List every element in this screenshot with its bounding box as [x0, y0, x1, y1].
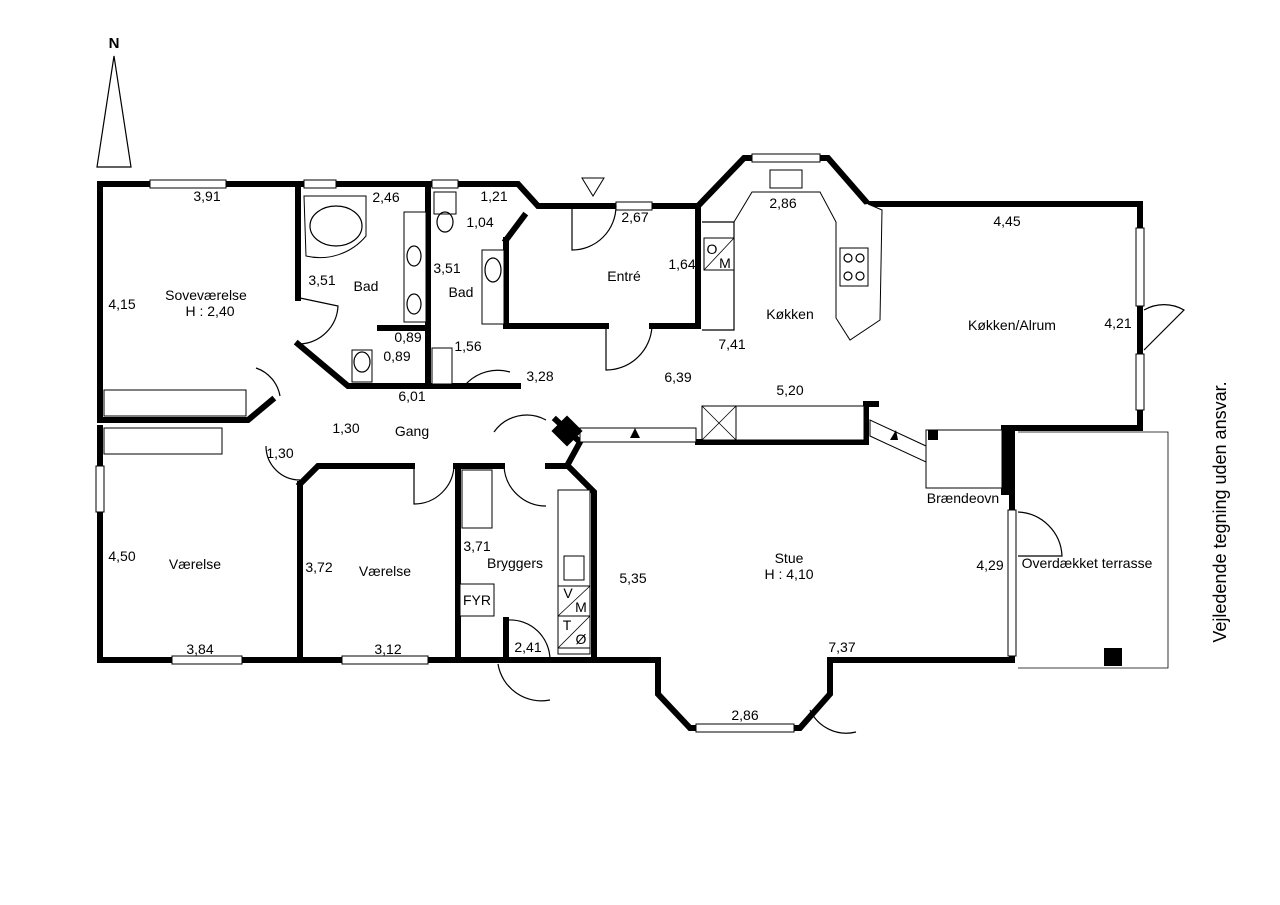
dimension-label: 3,72	[305, 559, 332, 575]
dimension-label: 2,41	[514, 639, 541, 655]
dimension-label: 3,71	[463, 538, 490, 554]
room-labels: Soveværelse H : 2,40 Bad Bad Entré Køkke…	[165, 268, 1152, 582]
dimension-labels: 3,91 4,15 2,46 3,51 3,51 1,21 1,04 2,67 …	[108, 188, 1131, 723]
room-label-kokken: Køkken	[766, 306, 813, 322]
room-height-sovevaerelse: H : 2,40	[185, 303, 234, 319]
dimension-label: 3,91	[193, 188, 220, 204]
dimension-label: 1,56	[454, 338, 481, 354]
room-label-kokken-alrum: Køkken/Alrum	[968, 317, 1056, 333]
dimension-label: 3,84	[186, 641, 213, 657]
room-label-terrasse: Overdækket terrasse	[1022, 555, 1153, 571]
dimension-label: 1,21	[480, 188, 507, 204]
fixture-label-t: T	[563, 617, 572, 633]
dimension-label: 6,39	[664, 369, 691, 385]
dimension-label: 7,37	[828, 639, 855, 655]
dimension-label: 1,30	[266, 445, 293, 461]
room-label-bad-1: Bad	[354, 278, 379, 294]
fixture-label-v: V	[563, 585, 573, 601]
room-height-stue: H : 4,10	[764, 566, 813, 582]
room-label-vaerelse-2: Værelse	[359, 563, 411, 579]
north-arrow: N	[96, 35, 132, 168]
dimension-label: 2,86	[769, 195, 796, 211]
fixture-label-oe: Ø	[576, 631, 587, 647]
north-label: N	[109, 35, 120, 52]
room-label-vaerelse-1: Værelse	[169, 556, 221, 572]
dimension-label: 0,89	[383, 348, 410, 364]
fixture-label-vm-m: M	[575, 599, 587, 615]
dimension-label: 5,35	[619, 570, 646, 586]
room-label-gang: Gang	[395, 423, 429, 439]
fixture-label-o: O	[707, 241, 718, 257]
fixture-label-fyr: FYR	[463, 592, 491, 608]
fixture-labels: O M V M T Ø FYR	[463, 241, 731, 647]
dimension-label: 4,29	[976, 557, 1003, 573]
room-label-bryggers: Bryggers	[487, 555, 543, 571]
dimension-label: 6,01	[398, 388, 425, 404]
disclaimer-text: Vejledende tegning uden ansvar.	[1210, 381, 1230, 642]
dimension-label: 1,04	[466, 214, 493, 230]
dimension-label: 4,50	[108, 548, 135, 564]
dimension-label: 1,30	[332, 420, 359, 436]
room-label-entre: Entré	[607, 268, 641, 284]
fixtures	[103, 169, 1169, 669]
dimension-label: 4,45	[993, 213, 1020, 229]
dimension-label: 1,64	[668, 256, 695, 272]
dimension-label: 0,89	[394, 329, 421, 345]
dimension-label: 2,67	[621, 209, 648, 225]
dimension-label: 3,51	[308, 272, 335, 288]
doors	[255, 177, 1185, 734]
room-label-sovevaerelse: Soveværelse	[165, 287, 247, 303]
dimension-label: 2,86	[731, 707, 758, 723]
dimension-label: 5,20	[776, 382, 803, 398]
dimension-label: 2,46	[372, 189, 399, 205]
room-label-braendeovn: Brændeovn	[927, 490, 999, 506]
windows	[95, 153, 1145, 733]
dimension-label: 3,51	[433, 260, 460, 276]
fixture-label-m: M	[719, 255, 731, 271]
dimension-label: 4,21	[1104, 315, 1131, 331]
dimension-label: 3,12	[374, 641, 401, 657]
room-label-bad-2: Bad	[449, 284, 474, 300]
dimension-label: 7,41	[718, 336, 745, 352]
dimension-label: 4,15	[108, 296, 135, 312]
dimension-label: 3,28	[526, 368, 553, 384]
room-label-stue: Stue	[775, 550, 804, 566]
